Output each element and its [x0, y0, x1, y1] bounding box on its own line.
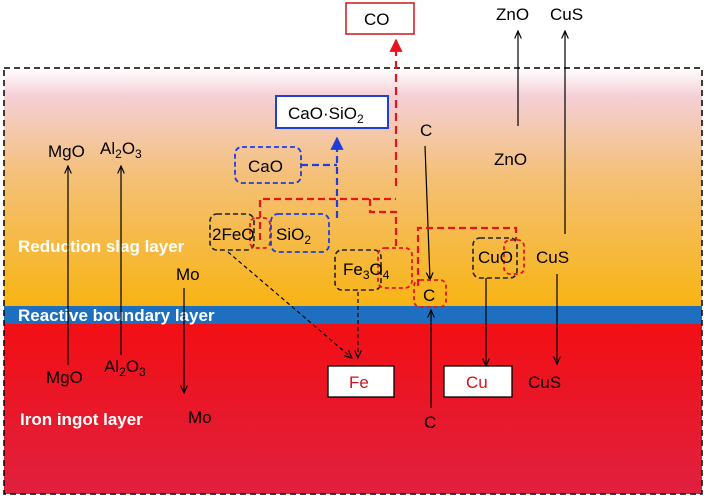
- fe3o4-reduction-path: [368, 199, 398, 246]
- c-boundary-label: C: [423, 286, 435, 305]
- al2o3-top-label: Al2O3: [100, 139, 142, 161]
- boundary-layer: [4, 306, 702, 324]
- boundary-layer-label: Reactive boundary layer: [18, 306, 215, 325]
- mgo-top-label: MgO: [48, 142, 85, 161]
- cao-label: CaO: [248, 157, 283, 176]
- cuo-reduction-path: [416, 226, 518, 286]
- cao-sio2-label: CaO·SiO2: [288, 104, 364, 126]
- cuo-box: [472, 237, 518, 279]
- cu-product-box: [443, 365, 513, 398]
- co-label: CO: [364, 10, 390, 29]
- feo-reduction-path: [258, 197, 396, 240]
- fe3o4-red-box: [377, 247, 413, 289]
- cuo-red-box: [503, 239, 525, 275]
- cao-sio2-box: [275, 95, 389, 129]
- co-box: [345, 2, 415, 35]
- cus-bottom-label: CuS: [528, 373, 561, 392]
- feo-label: 2FeO: [212, 225, 255, 244]
- zno-top-label: ZnO: [496, 5, 529, 24]
- c-bottom-label: C: [424, 413, 436, 432]
- fe-label: Fe: [349, 373, 369, 392]
- ingot-layer-label: Iron ingot layer: [20, 410, 143, 429]
- mo-bottom-label: Mo: [188, 408, 212, 427]
- cus-top-label: CuS: [550, 5, 583, 24]
- fe3o4-label: Fe3O4: [343, 260, 390, 282]
- c-descend-arrow: [424, 145, 430, 280]
- mo-top-label: Mo: [176, 265, 200, 284]
- al2o3-bottom-label: Al2O3: [104, 357, 146, 379]
- cu-label: Cu: [466, 373, 488, 392]
- zno-mid-label: ZnO: [494, 150, 527, 169]
- system-dashed-border: [3, 67, 703, 495]
- cus-mid-label: CuS: [536, 248, 569, 267]
- feo-red-box: [249, 217, 271, 249]
- c-top-label: C: [420, 121, 432, 140]
- fe-product-box: [327, 365, 395, 398]
- mgo-bottom-label: MgO: [46, 368, 83, 387]
- c-boundary-box: [413, 279, 447, 308]
- slag-layer-label: Reduction slag layer: [18, 237, 185, 256]
- feo-to-fe-arrow: [227, 251, 352, 358]
- feo-box: [209, 213, 255, 251]
- sio2-label: SiO2: [276, 225, 311, 247]
- sio2-box: [270, 213, 330, 253]
- fe3o4-box: [334, 249, 382, 291]
- iron-ingot-layer: [4, 324, 702, 494]
- cuo-label: CuO: [478, 248, 513, 267]
